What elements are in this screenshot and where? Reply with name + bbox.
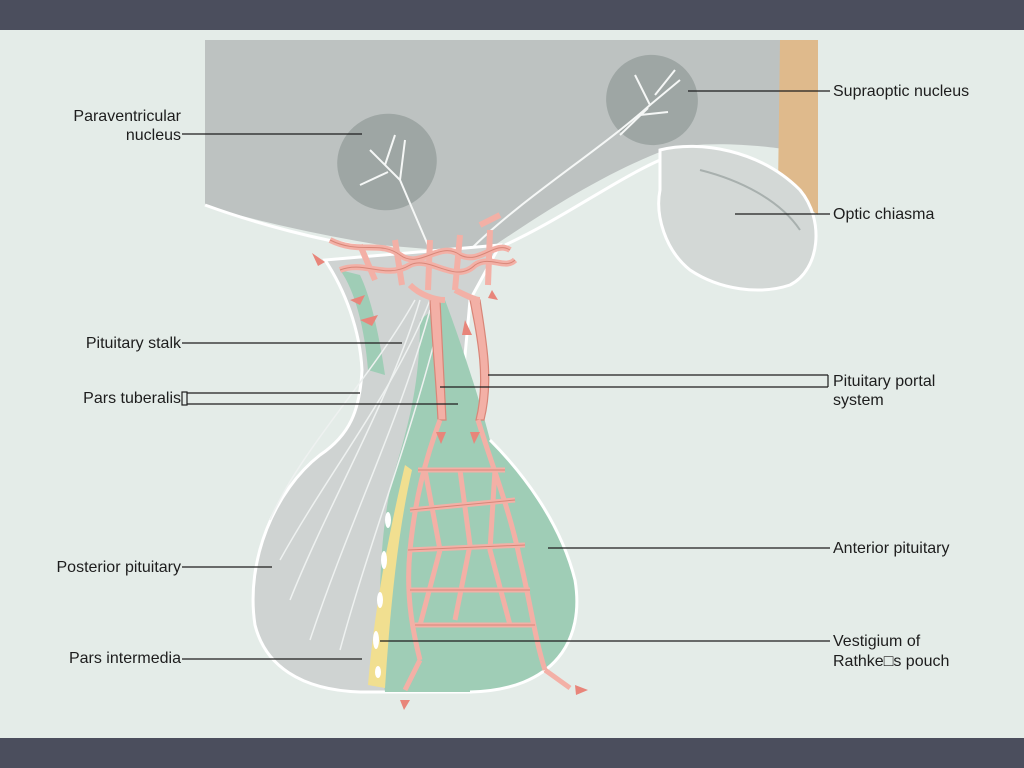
leader-lines <box>181 90 830 660</box>
label-pituitary-stalk: Pituitary stalk <box>85 335 181 352</box>
flow-arrows <box>312 253 588 710</box>
label-vestigium-line2: Rathke□s pouch <box>833 653 950 670</box>
label-portal-system-line1: Pituitary portal <box>833 373 936 390</box>
label-supraoptic-nucleus: Supraoptic nucleus <box>833 83 970 100</box>
label-anterior-pituitary: Anterior pituitary <box>833 540 950 557</box>
intermedia-spots <box>373 512 391 678</box>
label-posterior-pituitary: Posterior pituitary <box>56 559 182 576</box>
label-paraventricular-line1: Paraventricular <box>73 108 181 125</box>
neuron-branches <box>359 69 681 251</box>
lower-vessel-outline <box>407 469 535 626</box>
label-paraventricular-line2: nucleus <box>125 127 181 144</box>
label-pars-tuberalis: Pars tuberalis <box>83 390 181 407</box>
posterior-fibers <box>269 299 441 651</box>
bottom-frame-band <box>0 738 1024 768</box>
optic-chiasma-shape <box>657 144 818 292</box>
label-portal-system-line2: system <box>833 392 884 409</box>
top-frame-band <box>0 0 1024 30</box>
portal-vessel-network <box>429 299 490 421</box>
label-optic-chiasma: Optic chiasma <box>833 206 935 223</box>
pars-intermedia-shape <box>368 465 412 688</box>
upper-vessel-outline <box>329 239 516 273</box>
tan-region <box>778 40 818 215</box>
label-vestigium-line1: Vestigium of <box>833 633 921 650</box>
label-pars-intermedia: Pars intermedia <box>68 650 181 667</box>
